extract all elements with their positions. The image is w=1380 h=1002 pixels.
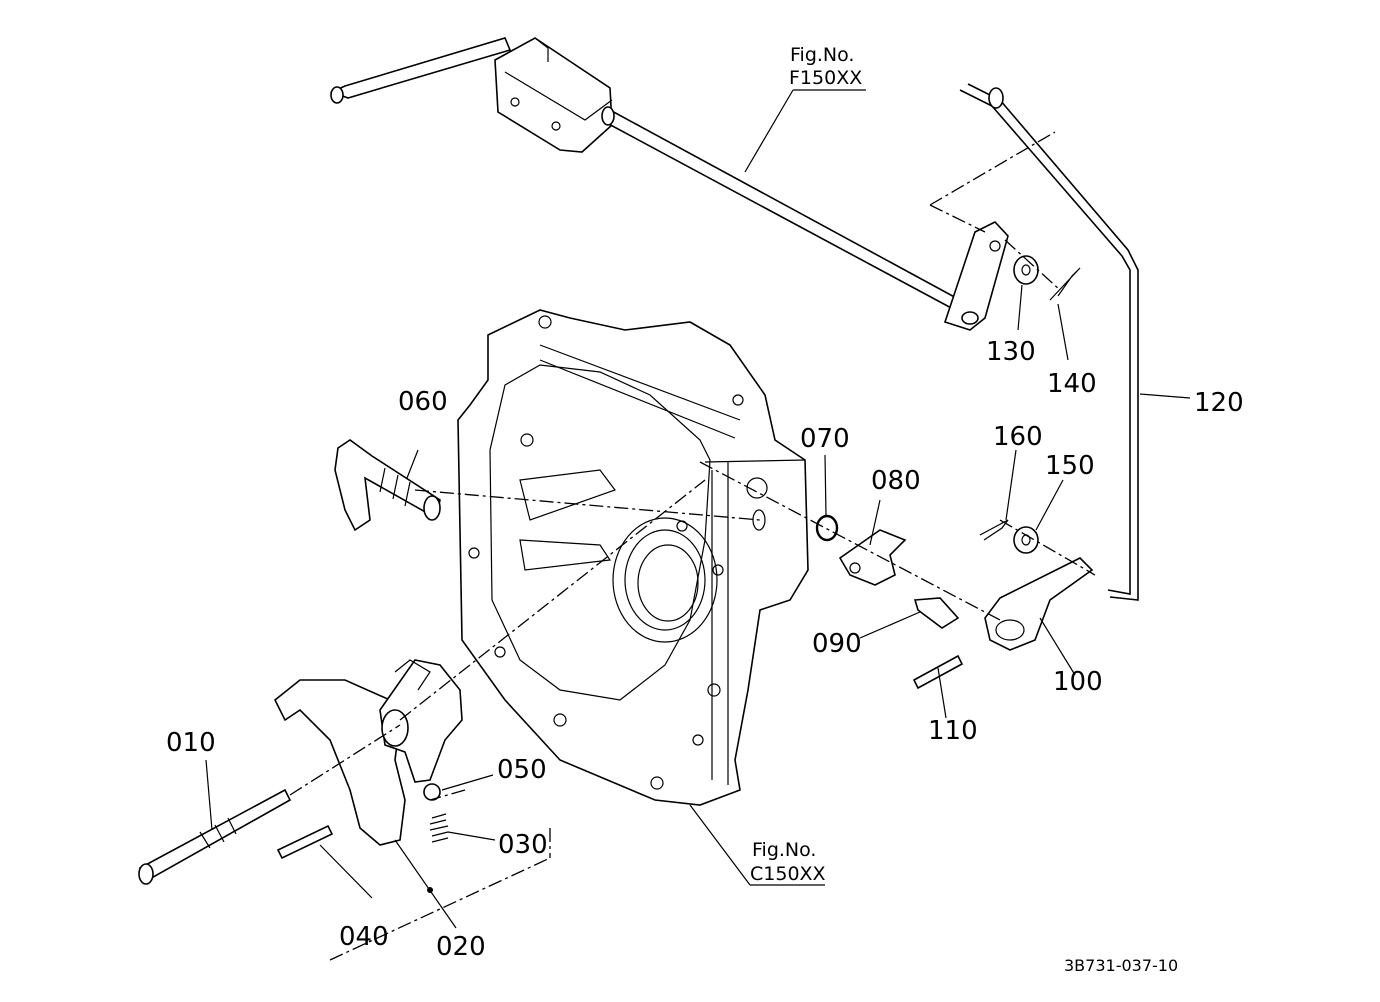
centerlines bbox=[289, 131, 1096, 961]
svg-text:Fig.No.: Fig.No. bbox=[790, 44, 854, 66]
label-080: 080 bbox=[871, 466, 921, 496]
shaft-010 bbox=[138, 788, 292, 885]
label-010: 010 bbox=[166, 728, 216, 758]
label-100: 100 bbox=[1053, 667, 1103, 697]
label-020: 020 bbox=[436, 932, 486, 962]
label-140: 140 bbox=[1047, 369, 1097, 399]
arm-080 bbox=[838, 529, 907, 586]
bolt-090 bbox=[913, 597, 960, 629]
pin-110 bbox=[912, 654, 964, 690]
washer-150 bbox=[1013, 526, 1039, 554]
label-150: 150 bbox=[1045, 451, 1095, 481]
leader-lines bbox=[205, 89, 1191, 929]
label-110: 110 bbox=[928, 716, 978, 746]
label-040: 040 bbox=[339, 922, 389, 952]
cotter-pin-140 bbox=[1049, 267, 1081, 301]
svg-text:C150XX: C150XX bbox=[750, 863, 826, 885]
label-060: 060 bbox=[398, 387, 448, 417]
svg-text:Fig.No.: Fig.No. bbox=[752, 839, 816, 861]
washer-130 bbox=[1013, 255, 1039, 285]
figure-ref-f150xx: Fig.No. F150XX bbox=[789, 44, 862, 89]
rod-060 bbox=[334, 439, 441, 532]
svg-text:F150XX: F150XX bbox=[789, 67, 862, 89]
o-ring-070 bbox=[815, 514, 839, 542]
drawing-code: 3B731-037-10 bbox=[1064, 956, 1178, 975]
label-120: 120 bbox=[1194, 388, 1244, 418]
clutch-housing bbox=[457, 309, 809, 806]
lever-100 bbox=[984, 557, 1094, 651]
label-160: 160 bbox=[993, 422, 1043, 452]
part-labels: 010 020 030 040 050 060 070 080 090 100 … bbox=[166, 337, 1244, 962]
label-030: 030 bbox=[498, 830, 548, 860]
figure-ref-c150xx: Fig.No. C150XX bbox=[750, 839, 826, 885]
spring-030 bbox=[429, 813, 449, 843]
pin-040 bbox=[276, 824, 334, 860]
label-090: 090 bbox=[812, 629, 862, 659]
rod-120 bbox=[959, 83, 1139, 601]
cotter-pin-160 bbox=[979, 519, 1009, 541]
label-050: 050 bbox=[497, 755, 547, 785]
label-070: 070 bbox=[800, 424, 850, 454]
upper-shaft-assembly bbox=[329, 37, 1009, 331]
label-130: 130 bbox=[986, 337, 1036, 367]
